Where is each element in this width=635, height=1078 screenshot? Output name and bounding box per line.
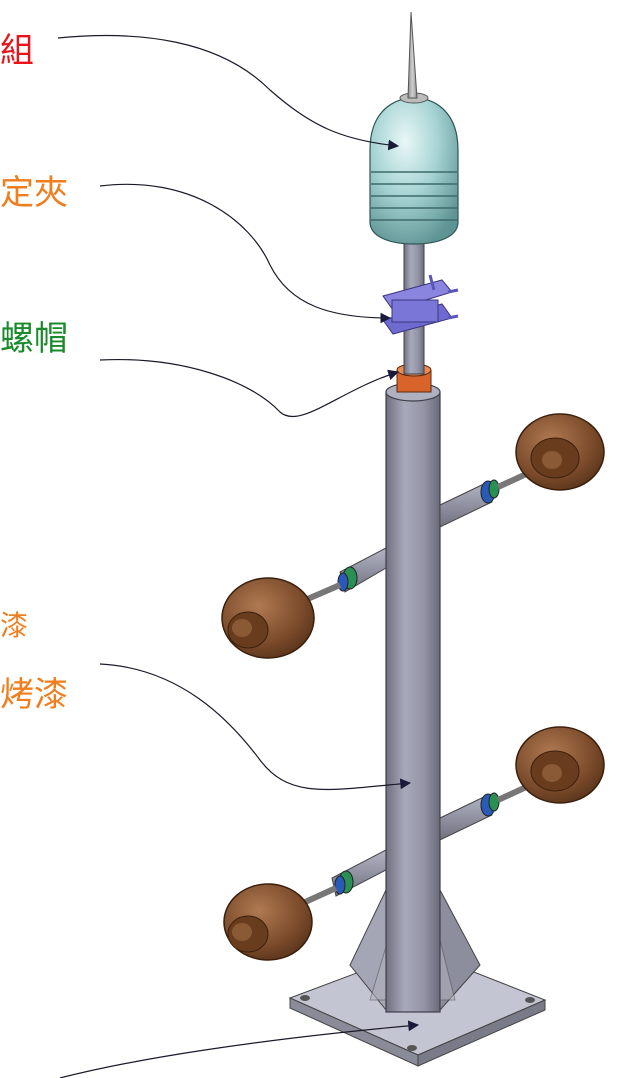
arm-lower-right [439,726,605,841]
arm-upper-left [221,547,387,659]
label-paint-line-2: 烤漆 [0,675,68,715]
air-terminal-spike [407,11,418,99]
pole [385,382,441,1013]
label-fixing-clamp: 定夾 [0,173,68,213]
label-paint-line-1: 漆 [0,609,29,642]
leader-lines [57,34,420,1078]
label-lightning-rod-assembly: 組 [0,31,34,71]
label-nut: 螺帽 [0,319,68,359]
arm-upper-right [439,413,605,528]
fixing-clamp [382,274,459,335]
lightning-head [369,92,459,245]
